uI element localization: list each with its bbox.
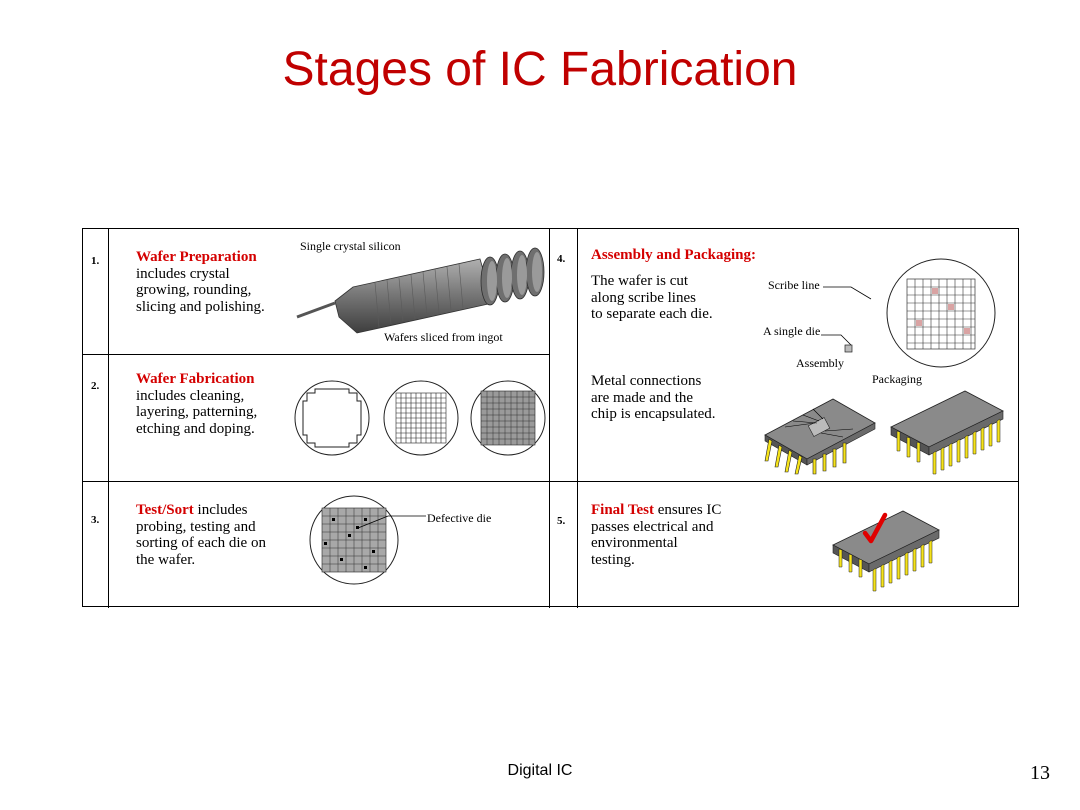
single-die: [844, 344, 853, 353]
stage-desc-line: sorting of each die on: [136, 535, 266, 551]
stage-desc-line: along scribe lines: [591, 289, 696, 306]
stage-desc-line: layering, patterning,: [136, 404, 258, 420]
stage-4-desc: The wafer is cut along scribe lines to s…: [591, 273, 713, 323]
footer-label: Digital IC: [507, 762, 573, 779]
table-divider: [549, 229, 550, 608]
check-icon: [862, 512, 888, 544]
die-pointer: [821, 334, 852, 346]
single-crystal-label: Single crystal silicon: [300, 239, 401, 253]
ingot-body: [334, 258, 494, 334]
stage-desc-line: probing, testing and: [136, 518, 256, 535]
stage-name: Assembly and Packaging:: [591, 247, 757, 263]
bond-wires: [784, 408, 854, 438]
defect-dots: [324, 518, 375, 569]
stage-number: 1.: [91, 255, 100, 267]
stage-name: Final Test: [591, 502, 654, 518]
lead-frame: [764, 438, 847, 475]
seed-rod: [296, 301, 336, 319]
die-grid: [395, 392, 447, 444]
stage-desc-line: includes crystal: [136, 265, 230, 282]
scribe-wafer-illustration: [821, 258, 996, 368]
stage-name: Test/Sort: [136, 502, 194, 518]
package-pins: [896, 418, 1001, 475]
final-test-chip-illustration: [832, 510, 940, 592]
ingot-illustration: [296, 247, 545, 334]
filled-wafer-icon: [470, 380, 546, 456]
stage-desc-line: environmental: [591, 535, 678, 551]
stage-number: 4.: [557, 253, 566, 265]
stage-desc-line: the wafer.: [136, 551, 196, 568]
packaged-chip-illustration: [890, 390, 1004, 475]
stages-table: 1. Wafer Preparation includes crystal gr…: [82, 228, 1019, 608]
stage-2-text: Wafer Fabrication includes cleaning, lay…: [136, 371, 257, 437]
scribe-line-label: Scribe line: [768, 278, 820, 292]
stage-desc-line: testing.: [591, 551, 635, 568]
packaging-label: Packaging: [872, 372, 922, 386]
defect-pointer: [357, 515, 426, 529]
stage-desc-line: includes cleaning,: [136, 387, 245, 404]
table-divider: [83, 354, 549, 355]
package-pins: [838, 539, 933, 592]
stage-desc-line: are made and the: [591, 389, 694, 406]
slide-title: Stages of IC Fabrication: [282, 43, 798, 96]
assembly-chip-illustration: [764, 398, 876, 475]
stage-name-suffix: includes: [193, 502, 248, 518]
stage-name-suffix: ensures IC: [653, 502, 722, 518]
stage-number: 5.: [557, 515, 566, 527]
table-divider: [108, 229, 109, 608]
wafers-sliced-label: Wafers sliced from ingot: [384, 330, 503, 344]
stage-desc-line: The wafer is cut: [591, 273, 689, 289]
scribe-pointer: [823, 286, 872, 300]
defective-die-label: Defective die: [427, 511, 492, 525]
assembly-label: Assembly: [796, 356, 844, 370]
stage-desc-line: Metal connections: [591, 373, 702, 389]
stage-desc-line: chip is encapsulated.: [591, 406, 716, 422]
stage-desc-line: etching and doping.: [136, 420, 255, 437]
stage-5-text: Final Test ensures IC passes electrical …: [591, 502, 721, 568]
page-number: 13: [1030, 762, 1050, 784]
test-wafer-icon: [309, 495, 426, 585]
patterned-wafer-icon: [383, 380, 459, 456]
table-divider: [577, 229, 578, 608]
stage-desc-line: passes electrical and: [591, 518, 714, 535]
stage-name: Wafer Fabrication: [136, 371, 255, 387]
stage-4-title: Assembly and Packaging:: [591, 247, 756, 264]
stage-1-text: Wafer Preparation includes crystal growi…: [136, 249, 265, 315]
stage-desc-line: growing, rounding,: [136, 282, 252, 298]
stage-desc-line: to separate each die.: [591, 306, 713, 322]
ingot-stripes: [374, 263, 464, 328]
table-divider: [83, 481, 1018, 482]
single-die-label: A single die: [763, 324, 821, 338]
wafer-die-grid: [906, 278, 976, 350]
stage-3-text: Test/Sort includes probing, testing and …: [136, 502, 266, 568]
stage-desc-line: slicing and polishing.: [136, 298, 265, 315]
stage-name: Wafer Preparation: [136, 249, 257, 265]
stage-number: 2.: [91, 380, 100, 392]
blank-wafer-icon: [294, 380, 370, 456]
stage-4-desc-2: Metal connections are made and the chip …: [591, 373, 716, 423]
stage-number: 3.: [91, 514, 100, 526]
